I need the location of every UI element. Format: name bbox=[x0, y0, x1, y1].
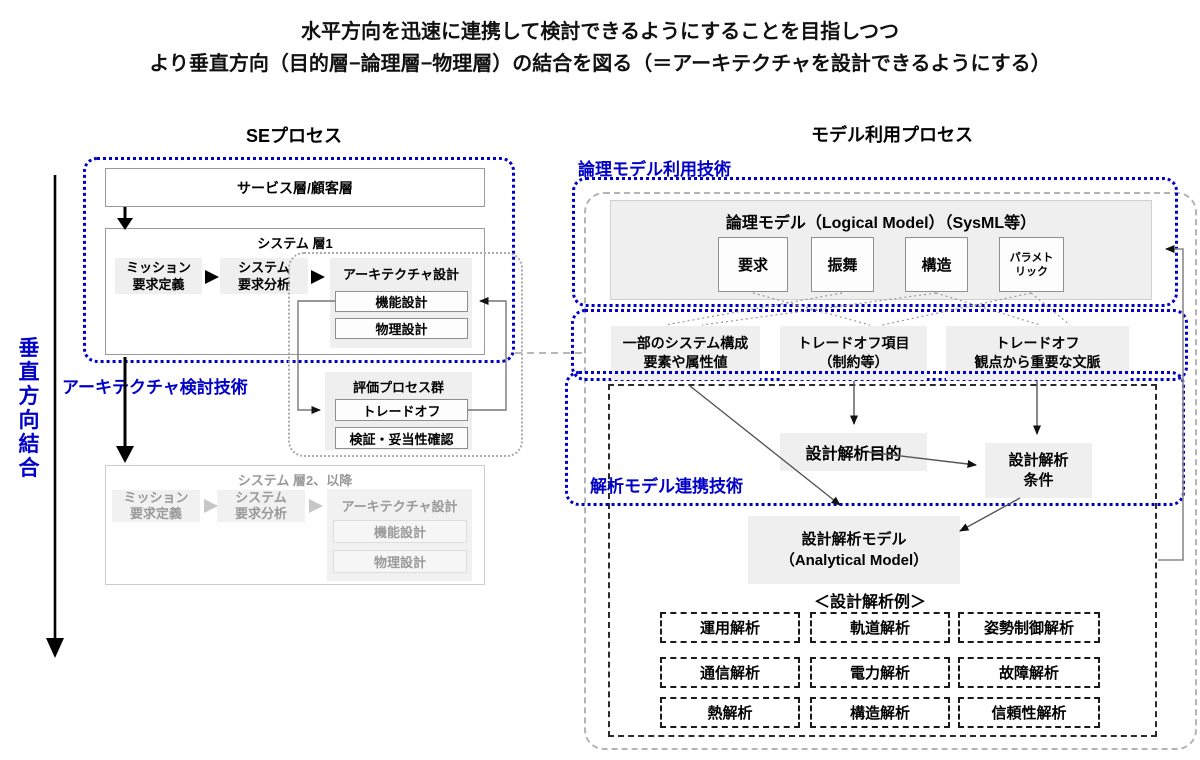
main-title-line2: より垂直方向（目的層−論理層−物理層）の結合を図る（＝アーキテクチャを設計できる… bbox=[149, 53, 1051, 75]
example-fault-box: 故障解析 bbox=[958, 657, 1100, 688]
example-operation-box: 運用解析 bbox=[660, 612, 800, 643]
l2-arch-design-title: アーキテクチャ設計 bbox=[341, 499, 458, 514]
phys-design-box: 物理設計 bbox=[335, 318, 468, 339]
tradeoff-box: トレードオフ bbox=[335, 399, 468, 421]
req-model-box: 要求 bbox=[718, 237, 788, 292]
logical-model-tech-label: 論理モデル利用技術 bbox=[578, 160, 731, 179]
main-title-line1: 水平方向を迅速に連携して検討できるようにすることを目指しつつ bbox=[301, 21, 899, 43]
parametric-model-box: パラメト リック bbox=[999, 237, 1064, 292]
analysis-condition-box: 設計解析 条件 bbox=[985, 443, 1092, 498]
analysis-region bbox=[608, 384, 1157, 737]
func-design-box: 機能設計 bbox=[335, 291, 468, 312]
se-process-heading: SEプロセス bbox=[245, 126, 342, 146]
example-power-box: 電力解析 bbox=[810, 657, 950, 688]
mission-req-box: ミッション 要求定義 bbox=[115, 258, 202, 294]
arch-review-tech-label: アーキテクチャ検討技術 bbox=[62, 378, 248, 397]
l2-system-req-box: システム 要求分析 bbox=[217, 490, 305, 522]
example-comm-box: 通信解析 bbox=[660, 657, 800, 688]
example-thermal-box: 熱解析 bbox=[660, 697, 800, 728]
vertical-coupling-label: 垂 直 方 向 結 合 bbox=[18, 337, 40, 480]
model-process-container bbox=[584, 192, 1197, 750]
logical-model-title: 論理モデル（Logical Model）（SysML等） bbox=[725, 215, 1037, 232]
arch-design-title: アーキテクチャ設計 bbox=[342, 267, 460, 282]
model-process-heading: モデル利用プロセス bbox=[811, 125, 973, 145]
example-structure-box: 構造解析 bbox=[810, 697, 950, 728]
l2-phys-design-box: 物理設計 bbox=[333, 550, 467, 573]
service-layer-box: サービス層/顧客層 bbox=[105, 168, 485, 207]
example-attitude-box: 姿勢制御解析 bbox=[958, 612, 1100, 643]
system-layer1-title: システム 層1 bbox=[257, 236, 333, 251]
structure-model-box: 構造 bbox=[905, 237, 968, 292]
eval-process-title: 評価プロセス群 bbox=[352, 380, 444, 395]
example-orbit-box: 軌道解析 bbox=[810, 612, 950, 643]
verify-box: 検証・妥当性確認 bbox=[335, 427, 468, 449]
analysis-model-tech-label: 解析モデル連携技術 bbox=[590, 477, 743, 496]
analysis-model-box: 設計解析モデル （Analytical Model） bbox=[748, 516, 960, 584]
system-layer2-title: システム 層2、以降 bbox=[237, 473, 353, 488]
main-title: 水平方向を迅速に連携して検討できるようにすることを目指しつつ より垂直方向（目的… bbox=[0, 16, 1200, 80]
l2-mission-req-box: ミッション 要求定義 bbox=[112, 490, 200, 522]
l2-func-design-box: 機能設計 bbox=[333, 520, 467, 543]
arch-eval-container bbox=[288, 252, 523, 457]
behavior-model-box: 振舞 bbox=[811, 237, 874, 292]
example-reliability-box: 信頼性解析 bbox=[958, 697, 1100, 728]
analysis-examples-title: ＜設計解析例＞ bbox=[813, 594, 926, 611]
analysis-purpose-box: 設計解析目的 bbox=[780, 433, 927, 471]
